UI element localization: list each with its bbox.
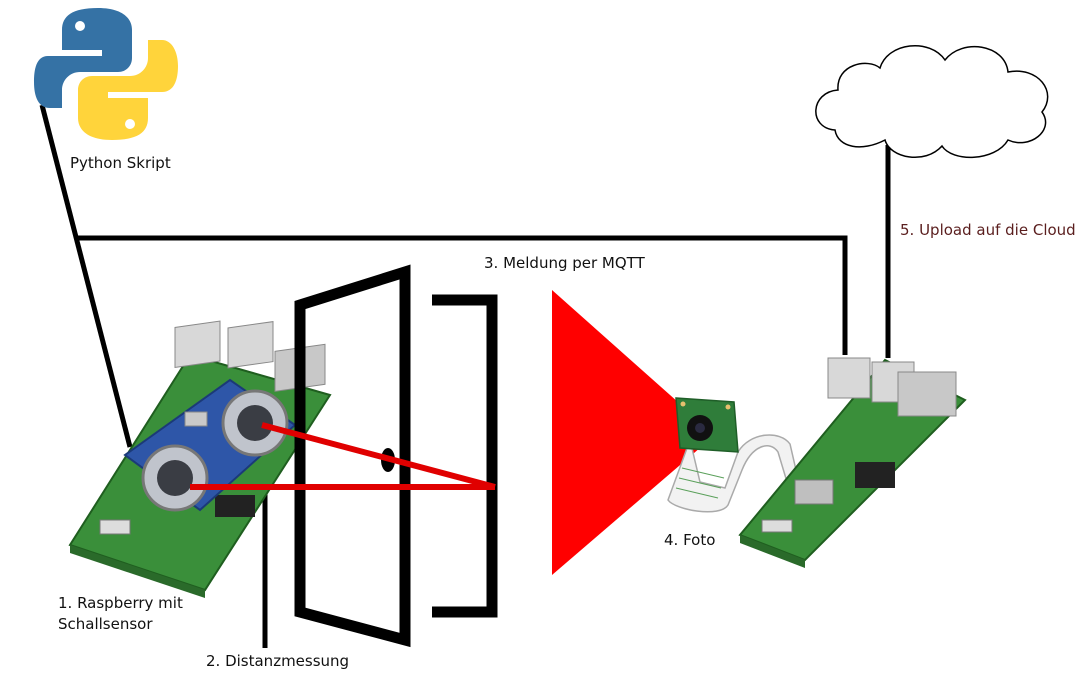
step1-label-line1: 1. Raspberry mit bbox=[58, 594, 183, 612]
sensor-beams bbox=[190, 422, 496, 490]
step2-label: 2. Distanzmessung bbox=[206, 652, 350, 670]
python-logo-icon bbox=[34, 8, 178, 140]
connection-wires bbox=[39, 104, 891, 648]
mqtt-wire bbox=[78, 235, 848, 355]
ultrasonic-sensor-icon bbox=[123, 378, 297, 512]
mqtt-trigger-triangle bbox=[552, 290, 715, 575]
beam-upper bbox=[261, 422, 496, 490]
cloud-icon bbox=[815, 45, 1049, 158]
raspberry-pi-right-icon bbox=[738, 357, 967, 568]
camera-module-icon bbox=[667, 397, 809, 526]
step3-label: 3. Meldung per MQTT bbox=[484, 254, 645, 272]
python-to-pi-wire bbox=[39, 104, 133, 448]
step4-label: 4. Foto bbox=[664, 531, 716, 549]
step5-label: 5. Upload auf die Cloud bbox=[900, 221, 1076, 239]
python-script-label: Python Skript bbox=[70, 154, 171, 172]
step1-label-line2: Schallsensor bbox=[58, 615, 153, 633]
door-icon bbox=[294, 264, 498, 648]
